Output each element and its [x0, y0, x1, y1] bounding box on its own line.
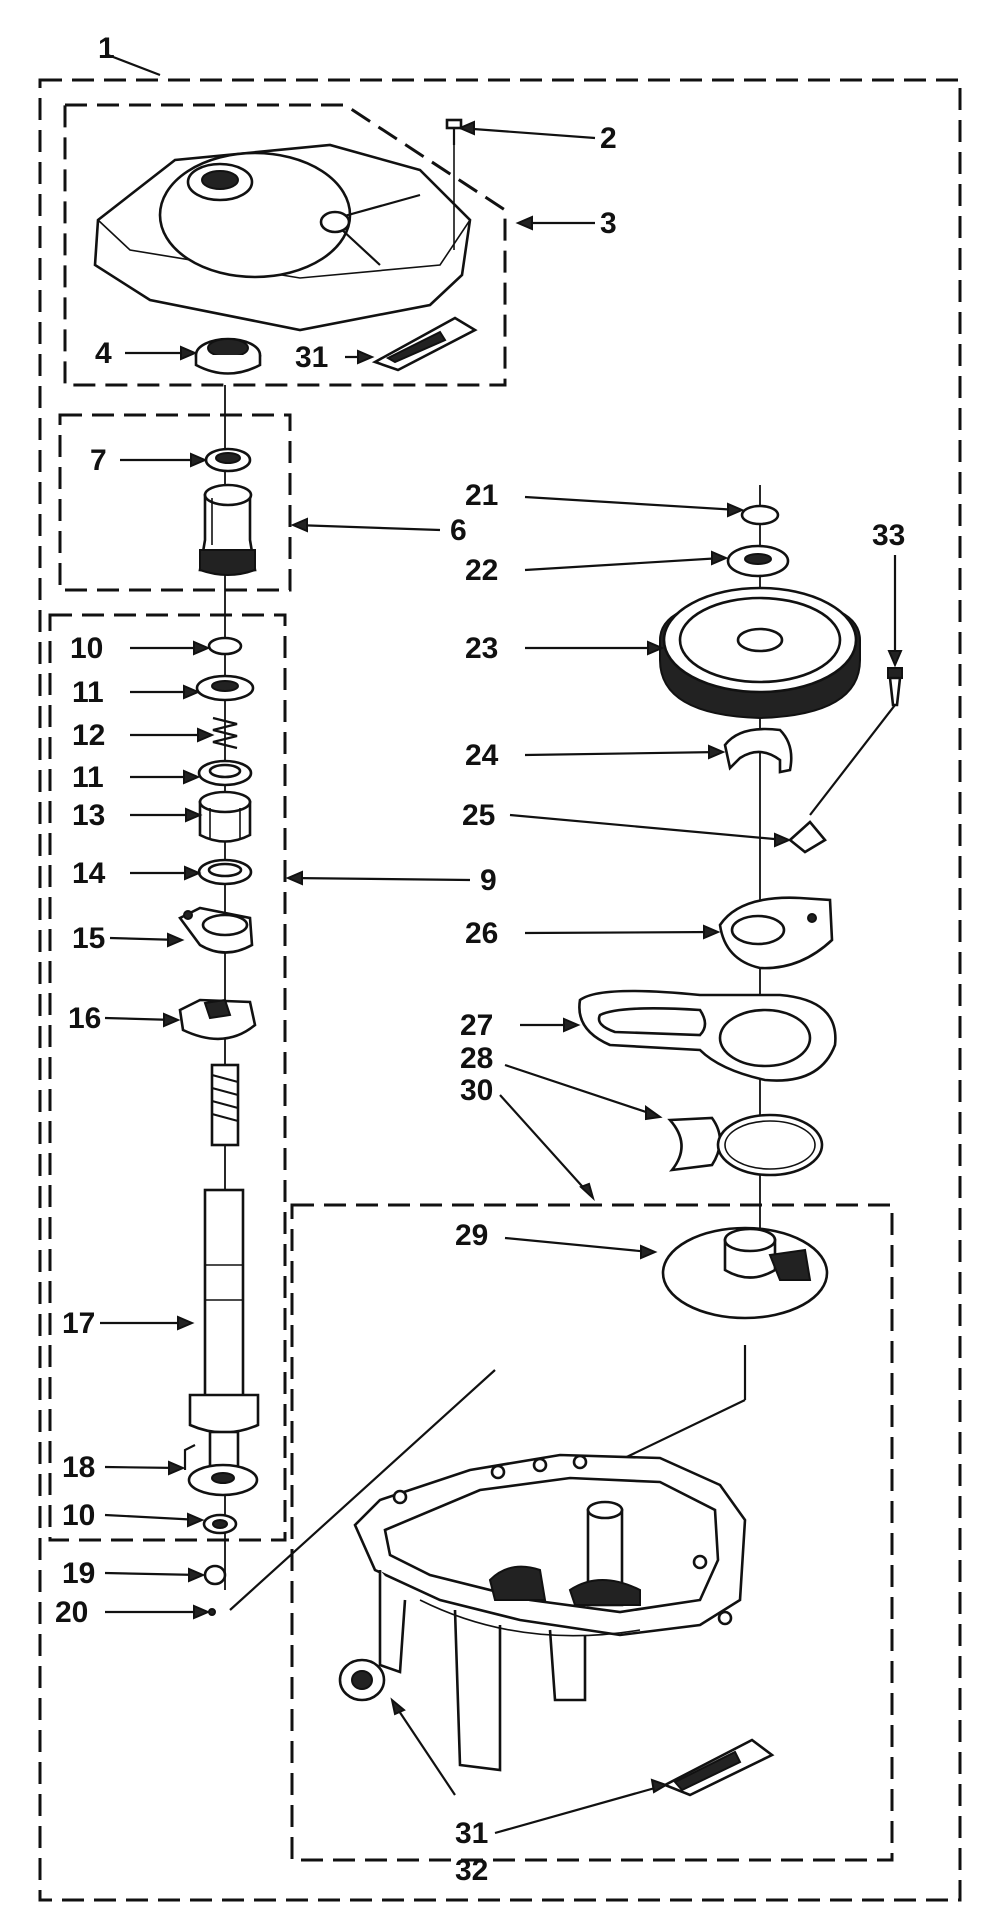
- label-22: 22: [465, 554, 498, 587]
- label-4: 4: [95, 337, 112, 370]
- plug-part-19: [203, 1564, 227, 1586]
- label-9: 9: [480, 864, 497, 897]
- grease-tube-31-top: [371, 316, 478, 372]
- ring-part-10-bottom: [202, 1513, 238, 1535]
- leader-lines: [100, 53, 903, 1835]
- label-3: 3: [600, 207, 617, 240]
- label-31-top: 31: [295, 341, 328, 374]
- screw-part-2: [445, 118, 463, 145]
- washer-part-11-top: [195, 674, 255, 702]
- label-18: 18: [62, 1451, 95, 1484]
- label-20: 20: [55, 1596, 88, 1629]
- grease-tube-31-bottom: [661, 1738, 775, 1797]
- label-24: 24: [465, 739, 499, 772]
- gear-case-cover: [93, 143, 472, 332]
- label-11-mid: 11: [72, 761, 104, 794]
- label-30: 30: [460, 1074, 493, 1107]
- gear-housing: [353, 1453, 747, 1772]
- shifter-part-27: [578, 989, 837, 1082]
- clip-part-24: [723, 727, 793, 774]
- label-25: 25: [462, 799, 495, 832]
- drive-gear-23: [659, 586, 861, 720]
- roller-part-32: [338, 1658, 386, 1702]
- label-12: 12: [72, 719, 105, 752]
- ring-part-14: [197, 858, 253, 886]
- label-15: 15: [72, 922, 105, 955]
- cam-gear-part-29: [661, 1226, 829, 1320]
- housing-group-box: [290, 1203, 894, 1862]
- washer-part-18: [183, 1444, 259, 1497]
- seal-part-4: [194, 337, 262, 375]
- label-1: 1: [98, 32, 115, 65]
- label-23: 23: [465, 632, 498, 665]
- bracket-part-26: [718, 896, 834, 970]
- retainer-part-21: [740, 504, 780, 526]
- label-28: 28: [460, 1042, 493, 1075]
- pinion-group-box: [58, 413, 292, 592]
- label-26: 26: [465, 917, 498, 950]
- label-19: 19: [62, 1557, 95, 1590]
- part-labels: 1 2 3 4 31 7 6 10 11 12 11 13 14 9 15 16…: [55, 32, 905, 1887]
- screw-part-33: [887, 667, 903, 707]
- label-10-top: 10: [70, 632, 103, 665]
- cover-group-box: [63, 103, 507, 387]
- label-6: 6: [450, 514, 467, 547]
- ring-part-10-top: [207, 636, 243, 656]
- label-33: 33: [872, 519, 905, 552]
- label-29: 29: [455, 1219, 488, 1252]
- shaft-part-17: [188, 1063, 260, 1484]
- label-11-top: 11: [72, 676, 104, 709]
- pinion-gear-6: [198, 483, 257, 576]
- label-7: 7: [90, 444, 107, 477]
- bearing-part-7: [204, 447, 252, 473]
- label-31-bottom: 31: [455, 1817, 488, 1850]
- label-10-bottom: 10: [62, 1499, 95, 1532]
- washer-part-22: [726, 544, 790, 578]
- label-16: 16: [68, 1002, 101, 1035]
- cam-part-16: [178, 998, 257, 1041]
- clutch-part-13: [198, 790, 252, 843]
- label-17: 17: [62, 1307, 95, 1340]
- label-13: 13: [72, 799, 105, 832]
- shaft-group-box: [48, 613, 287, 1542]
- spring-part-28: [667, 1113, 824, 1177]
- spring-part-12: [212, 716, 238, 750]
- label-21: 21: [465, 479, 498, 512]
- assembly-1-box: [38, 78, 962, 1902]
- label-32: 32: [455, 1854, 488, 1887]
- label-27: 27: [460, 1009, 493, 1042]
- cam-part-15: [178, 906, 254, 954]
- label-14: 14: [72, 857, 106, 890]
- pin-part-25: [787, 820, 827, 854]
- label-2: 2: [600, 122, 617, 155]
- washer-part-11-mid: [197, 759, 253, 787]
